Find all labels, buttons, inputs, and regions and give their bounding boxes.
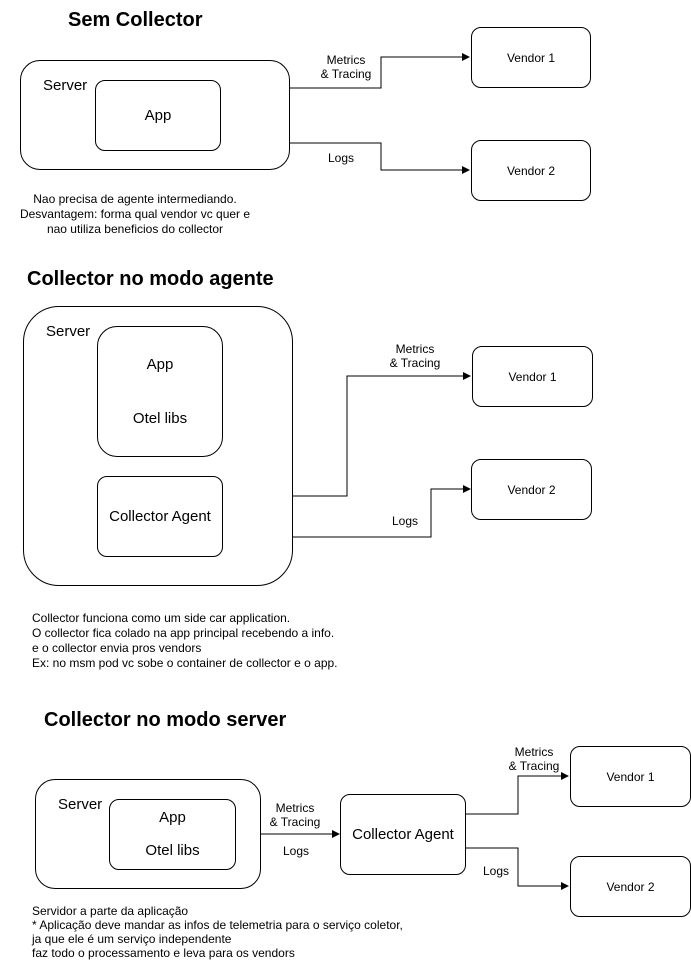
vendor-1-box: Vendor 1 <box>471 27 591 88</box>
edge-s1-logs <box>290 142 470 174</box>
edge-label-metrics-tracing-in: Metrics & Tracing <box>269 801 321 829</box>
edge-label-logs: Logs <box>328 151 355 165</box>
vendor-1-box: Vendor 1 <box>472 346 593 407</box>
edge-s3-metrics <box>466 772 569 815</box>
edge-label-metrics-tracing-out: Metrics & Tracing <box>508 745 560 773</box>
collector-agent-box: Collector Agent <box>340 794 466 875</box>
collector-agent-label: Collector Agent <box>352 826 454 843</box>
edge-s3-logs <box>466 847 569 890</box>
app-box: App <box>95 80 221 151</box>
server-label: Server <box>43 77 88 94</box>
otel-libs-label: Otel libs <box>132 410 188 427</box>
vendor-2-label: Vendor 2 <box>506 163 556 178</box>
app-otel-box <box>109 799 236 870</box>
vendor-1-label: Vendor 1 <box>506 50 556 65</box>
edge-label-metrics-tracing: Metrics & Tracing <box>389 342 441 370</box>
vendor-1-box: Vendor 1 <box>570 746 691 807</box>
note-modo-agente: Collector funciona como um side car appl… <box>32 611 338 670</box>
app-otel-box <box>97 326 223 457</box>
vendor-2-box: Vendor 2 <box>570 856 691 917</box>
otel-libs-label: Otel libs <box>145 842 200 859</box>
edge-s2-logs <box>223 485 471 538</box>
app-label: App <box>159 809 186 826</box>
edge-label-logs: Logs <box>392 514 419 528</box>
edge-label-metrics-tracing: Metrics & Tracing <box>320 53 372 81</box>
vendor-1-label: Vendor 1 <box>508 369 557 384</box>
vendor-2-box: Vendor 2 <box>471 140 591 201</box>
section-title-sem-collector: Sem Collector <box>68 9 203 31</box>
app-label: App <box>144 107 172 124</box>
vendor-2-label: Vendor 2 <box>507 482 556 497</box>
collector-agent-label: Collector Agent <box>109 508 211 525</box>
server-label: Server <box>46 323 91 340</box>
edge-label-logs-in: Logs <box>283 844 310 858</box>
vendor-2-box: Vendor 2 <box>471 459 592 520</box>
note-sem-collector: Nao precisa de agente intermediando. Des… <box>19 192 251 236</box>
vendor-2-label: Vendor 2 <box>606 879 655 894</box>
edge-label-logs-out: Logs <box>483 864 510 878</box>
app-label: App <box>146 356 174 373</box>
section-title-modo-server: Collector no modo server <box>44 709 287 731</box>
collector-agent-box: Collector Agent <box>97 476 223 557</box>
section-title-modo-agente: Collector no modo agente <box>27 268 274 290</box>
vendor-1-label: Vendor 1 <box>606 769 655 784</box>
note-modo-server: Servidor a parte da aplicação * Aplicaçã… <box>32 904 403 960</box>
edge-s1-metrics <box>290 53 470 89</box>
server-label: Server <box>58 796 103 813</box>
